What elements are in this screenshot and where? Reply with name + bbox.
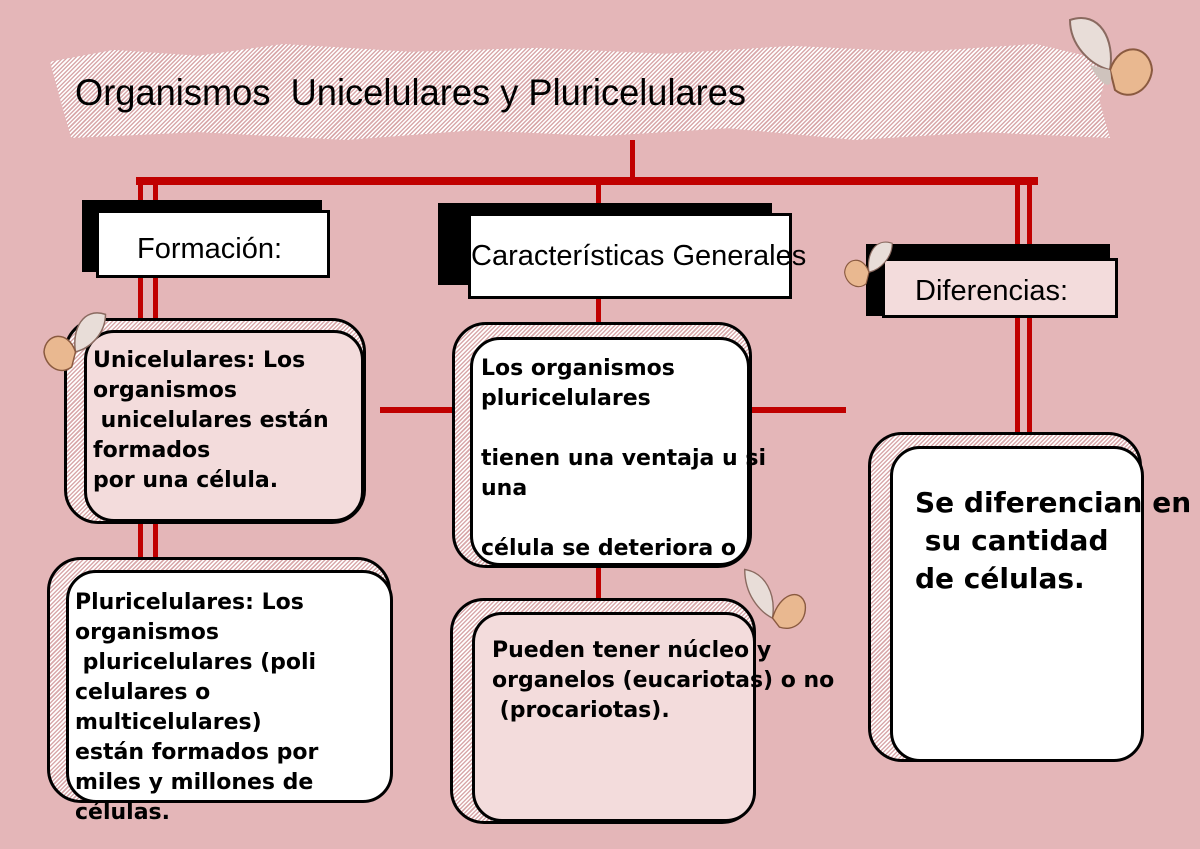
title-banner: [50, 43, 1110, 140]
header-diferencias: Diferencias:: [882, 258, 1118, 318]
diferencian-text: Se diferencian en su cantidad de células…: [915, 486, 1192, 595]
box-diferencian: [890, 446, 1144, 762]
box-nucleo: [472, 612, 756, 822]
connector-line: [596, 560, 601, 600]
box-ventaja: [470, 337, 750, 566]
header-caracteristicas: Características Generales: [468, 213, 806, 299]
butterfly-icon: [1068, 17, 1154, 96]
butterfly-icon: [844, 241, 893, 288]
page-title: Organismos Unicelulares y Pluricelulares: [75, 72, 747, 113]
diferencian-clip: Se diferencian en su cantidad de células…: [900, 480, 1200, 620]
header-formacion: Formación:: [96, 210, 330, 278]
ventaja-text: Los organismos pluricelulares tienen una…: [481, 356, 767, 561]
connector-line: [748, 407, 846, 413]
box-unicelulares: [84, 330, 364, 522]
nucleo-text: Pueden tener núcleo y organelos (eucario…: [492, 638, 835, 723]
pluricelulares-text: Pluricelulares: Los organismos pluricelu…: [75, 590, 319, 825]
connector-line: [630, 140, 635, 182]
unicelulares-text: Unicelulares: Los organismos unicelulare…: [93, 348, 329, 493]
connector-line: [596, 296, 601, 326]
ventaja-clip: Los organismos pluricelulares tienen una…: [470, 340, 830, 566]
connector-line: [380, 407, 455, 413]
connector-line: [596, 180, 601, 210]
box-pluricelulares: [66, 570, 393, 803]
butterfly-icon: [744, 568, 806, 629]
butterfly-icon: [43, 312, 107, 372]
connector-line: [136, 177, 1038, 185]
